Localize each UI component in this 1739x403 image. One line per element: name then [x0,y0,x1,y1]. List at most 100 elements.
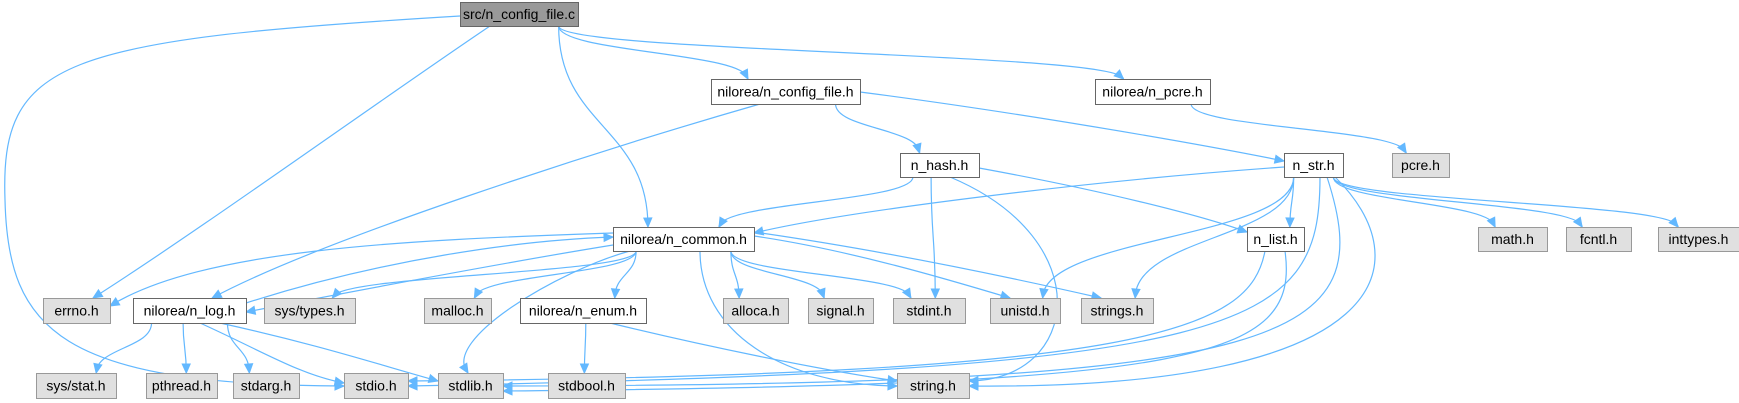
edge-arrowhead [718,216,728,229]
node-label: src/n_config_file.c [463,6,575,22]
node-box [548,373,626,399]
edge-common-to-signal [730,250,826,300]
edge-arrowhead [427,373,440,384]
edge-arrowhead [459,362,469,375]
node-errno: errno.h [43,298,111,324]
edge-arrowhead [816,287,826,300]
node-hash[interactable]: n_hash.h [900,153,980,178]
edge-arrowhead [244,305,257,315]
edge-hash-to-stdint [930,176,941,300]
edge-hash-to-list [978,167,1249,234]
edge-arrowhead [901,287,912,300]
edge-enum-to-string [609,322,899,385]
node-systypes: sys/types.h [264,298,356,324]
edge-arrowhead [912,142,922,155]
edge-str-to-math [1332,176,1496,229]
node-label: inttypes.h [1669,231,1729,247]
edge-hash-to-common [718,176,914,229]
node-fcntl: fcntl.h [1566,227,1632,252]
edge-str-to-inttypes [1332,176,1679,228]
edge-common-to-string [699,250,899,391]
node-label: strings.h [1091,303,1144,319]
node-root[interactable]: src/n_config_file.c [460,2,579,27]
node-pcreh[interactable]: nilorea/n_pcre.h [1095,79,1211,105]
edge-arrowhead [1486,216,1496,229]
edge-common-to-stdint [730,250,912,300]
edge-arrowhead [406,376,418,386]
node-box [1392,153,1450,178]
node-pthread: pthread.h [146,373,218,399]
edge-pcreh-to-pcre [1190,103,1407,155]
node-label: math.h [1491,231,1534,247]
edge-common-to-strings [753,231,1103,301]
node-box [808,298,874,324]
node-label: unistd.h [1000,303,1049,319]
edge-common-to-malloc [473,250,637,300]
node-box [1081,298,1154,324]
node-str[interactable]: n_str.h [1284,153,1344,178]
node-common[interactable]: nilorea/n_common.h [613,227,755,252]
edge-str-to-unistd [1039,176,1295,300]
node-sysstat: sys/stat.h [36,373,117,399]
edge-arrowhead [739,68,749,81]
edge-arrowhead [181,363,191,375]
node-label: malloc.h [431,303,483,319]
node-label: alloca.h [731,303,779,319]
edge-arrowhead [333,376,346,386]
edge-arrowhead [1668,216,1679,228]
node-config[interactable]: nilorea/n_config_file.h [711,79,861,105]
node-label: pthread.h [152,378,211,394]
node-stdint: stdint.h [893,298,966,324]
node-box [893,298,966,324]
edge-log-to-pthread [181,322,191,375]
node-box [36,373,117,399]
edge-common-to-systypes [331,250,637,299]
node-log[interactable]: nilorea/n_log.h [133,298,247,324]
node-stdlib: stdlib.h [438,373,504,399]
node-box [1095,79,1211,105]
node-signal: signal.h [808,298,874,324]
node-label: string.h [910,378,956,394]
edge-arrowhead [579,363,590,375]
node-label: pcre.h [1401,157,1440,173]
edge-str-to-common [752,166,1285,236]
node-stdbool: stdbool.h [548,373,626,399]
edge-config-to-log [211,103,761,299]
edges-layer [4,15,1679,396]
node-label: nilorea/n_log.h [144,303,236,319]
node-label: n_str.h [1292,157,1334,173]
node-label: stdarg.h [241,378,292,394]
node-label: nilorea/n_enum.h [529,303,637,319]
node-label: n_hash.h [911,157,969,173]
node-string: string.h [897,373,970,399]
edge-root-to-config [558,25,749,81]
edge-arrowhead [93,362,103,375]
edge-arrowhead [1113,69,1125,80]
node-list[interactable]: n_list.h [1247,227,1305,252]
node-label: sys/types.h [274,303,344,319]
node-box [1284,153,1344,178]
edge-str-to-stdio [406,176,1321,391]
node-box [264,298,356,324]
node-inttypes: inttypes.h [1658,227,1739,252]
edge-common-to-enum [610,250,637,300]
edge-arrowhead [473,287,484,300]
edge-common-to-alloca [730,250,744,300]
edge-arrowhead [1397,142,1407,155]
edge-str-to-fcntl [1332,176,1583,229]
edge-arrowhead [610,288,621,300]
edge-config-to-str [859,91,1286,164]
node-box [1566,227,1632,252]
edge-arrowhead [501,386,513,396]
edge-arrowhead [603,232,615,243]
node-stdio: stdio.h [344,373,409,399]
edge-arrowhead [91,288,104,299]
edge-arrowhead [1039,287,1049,300]
node-box [133,298,247,324]
edge-arrowhead [886,374,899,385]
node-enum[interactable]: nilorea/n_enum.h [520,298,647,324]
edge-str-to-string [967,176,1376,391]
node-label: n_list.h [1253,231,1297,247]
node-label: stdint.h [906,303,951,319]
